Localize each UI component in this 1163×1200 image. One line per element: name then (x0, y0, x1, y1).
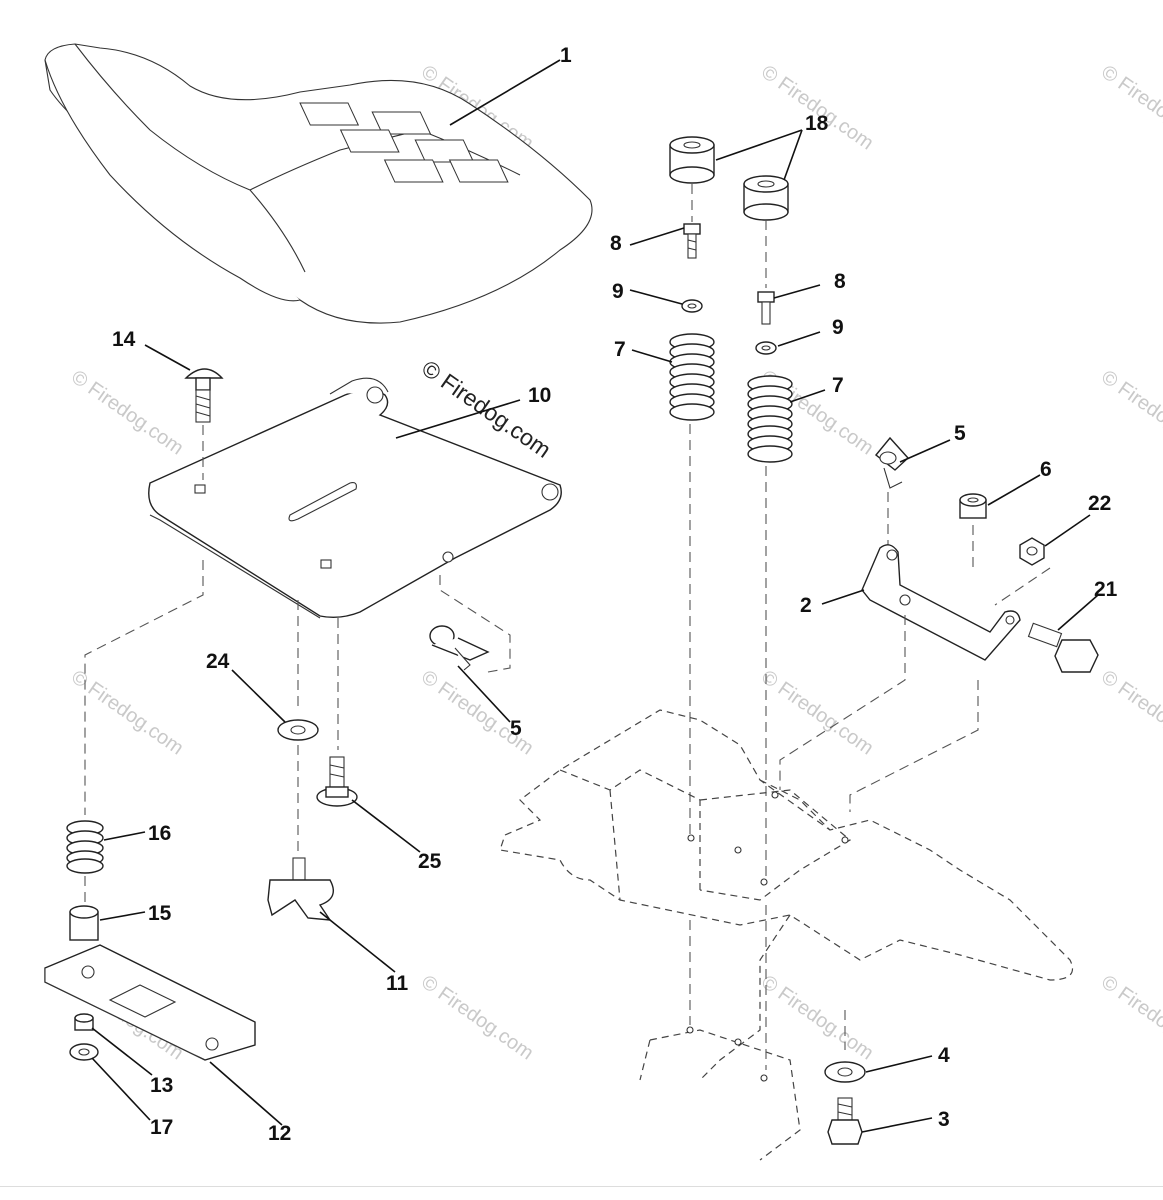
callout-21: 21 (1094, 578, 1118, 601)
callout-7-left: 7 (614, 338, 626, 361)
watermark-text: © Firedog.com (757, 971, 877, 1064)
washer (277, 719, 319, 741)
seat (44, 43, 593, 324)
callout-17: 17 (150, 1116, 173, 1139)
callout-8-right: 8 (834, 270, 846, 293)
watermark-text: © Firedog.com (417, 666, 537, 759)
hex-bolt (827, 1097, 863, 1145)
callout-3: 3 (938, 1108, 950, 1131)
spacer (69, 905, 99, 941)
callout-5-right: 5 (954, 422, 966, 445)
callout-25: 25 (418, 850, 442, 873)
callout-1: 1 (560, 44, 572, 67)
callout-labels: 1 14 10 18 8 9 7 8 9 7 5 6 22 2 21 5 24 … (112, 44, 1118, 1145)
callout-4: 4 (938, 1044, 950, 1067)
watermark-text: © Firedog.com (757, 666, 877, 759)
callout-6: 6 (1040, 458, 1052, 481)
watermark-text: © Firedog.com (1097, 61, 1163, 154)
hex-bolt (757, 291, 775, 325)
callout-15: 15 (148, 902, 172, 925)
hex-bolt (683, 223, 701, 259)
dash-line (994, 567, 1051, 606)
wire-clip (429, 625, 490, 671)
callout-10: 10 (528, 384, 551, 407)
seat-pan (148, 377, 562, 619)
coil-spring (747, 375, 793, 463)
callout-9-left: 9 (612, 280, 624, 303)
spring-small (66, 820, 104, 874)
leader-lines (91, 59, 1099, 1133)
flange-washer (69, 1043, 99, 1061)
rubber-bumper (669, 136, 715, 184)
callout-16: 16 (148, 822, 171, 845)
wire-clip (875, 436, 909, 489)
callout-5-left: 5 (510, 717, 522, 740)
rubber-bumper (743, 175, 789, 221)
callout-14: 14 (112, 328, 136, 351)
callout-7-right: 7 (832, 374, 844, 397)
callout-11: 11 (386, 972, 409, 995)
shoulder-bolt (1027, 622, 1099, 673)
watermark-text: © Firedog.com (417, 971, 537, 1064)
hex-nut (1019, 537, 1045, 566)
dash-line (84, 560, 204, 815)
watermark-text: © Firedog.com (1097, 971, 1163, 1064)
dash-line (779, 615, 906, 790)
callout-2: 2 (800, 594, 812, 617)
coil-spring (669, 333, 715, 421)
seat-knob (267, 857, 334, 921)
bottom-rule (0, 1186, 1163, 1187)
callout-24: 24 (206, 650, 230, 673)
watermark-text: © Firedog.com (67, 366, 187, 459)
callout-12: 12 (268, 1122, 291, 1145)
carriage-bolt (184, 368, 224, 423)
lock-nut (959, 493, 987, 519)
callout-22: 22 (1088, 492, 1111, 515)
washer (681, 299, 703, 313)
watermark-text: © Firedog.com (1097, 666, 1163, 759)
callout-9-right: 9 (832, 316, 844, 339)
dash-line (849, 680, 979, 812)
washer (755, 341, 777, 355)
watermark-text: © Firedog.com (1097, 366, 1163, 459)
hex-nut (74, 1013, 94, 1031)
flat-washer (824, 1061, 866, 1083)
watermark-text: © Firedog.com (757, 61, 877, 154)
callout-13: 13 (150, 1074, 173, 1097)
tractor-frame (499, 709, 1074, 1161)
callout-8-left: 8 (610, 232, 622, 255)
bracket (861, 544, 1021, 661)
callout-18: 18 (805, 112, 829, 135)
shoulder-bolt (316, 756, 358, 807)
adjustment-plate (44, 944, 256, 1061)
dash-line (439, 575, 511, 673)
